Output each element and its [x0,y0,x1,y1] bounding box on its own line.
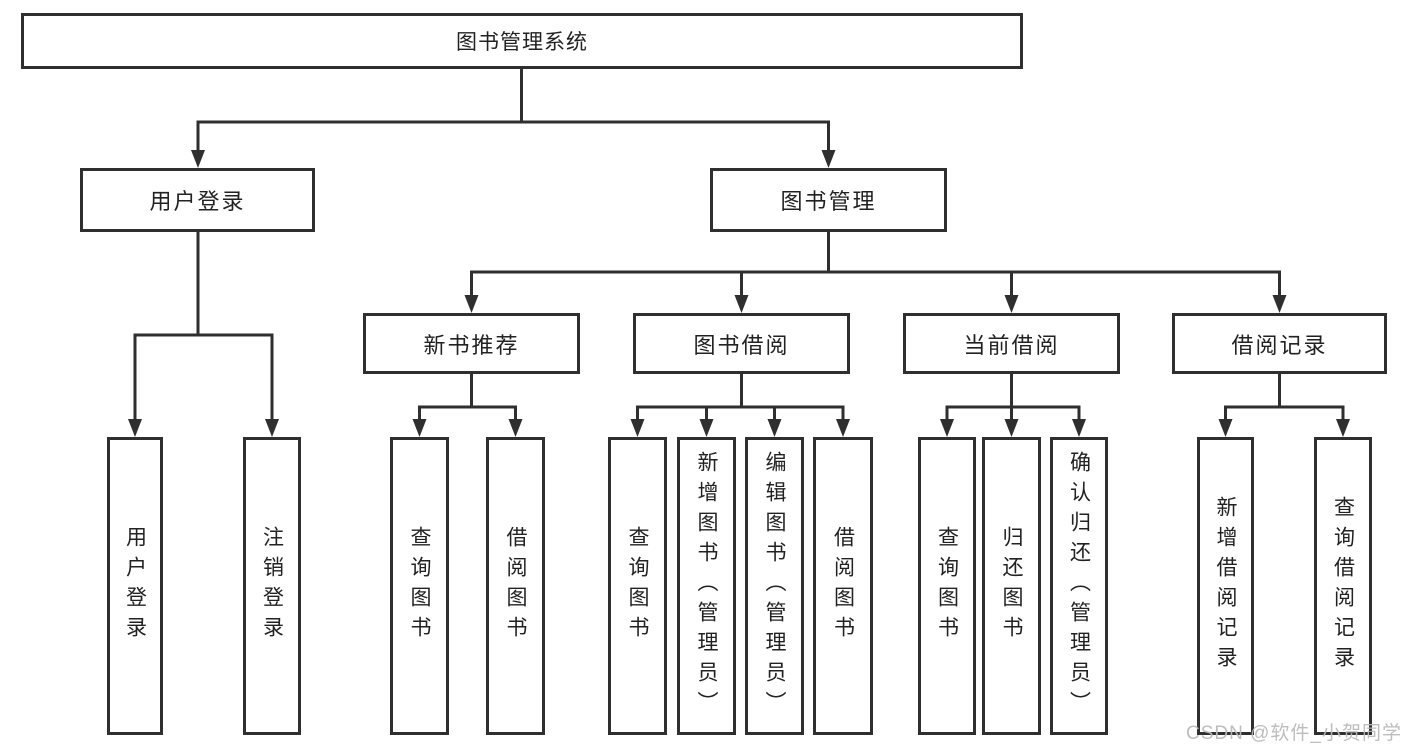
node-leaf-query-borrow-record: 查询借阅记录 [1314,437,1372,735]
node-label: 注销登录 [260,526,284,646]
node-leaf-add-book-admin: 新增图书（管理员） [677,437,736,735]
node-label: 用户登录 [149,189,246,214]
node-leaf-query-books-current: 查询图书 [918,437,976,735]
node-label: 查询借阅记录 [1331,496,1355,676]
node-label: 借阅记录 [1231,332,1328,358]
node-leaf-query-books-borrowing: 查询图书 [608,437,667,735]
node-current-borrowing: 当前借阅 [903,313,1120,374]
node-borrowing-records: 借阅记录 [1172,313,1387,374]
node-leaf-confirm-return-admin: 确认归还（管理员） [1050,437,1108,735]
node-label: 查询图书 [626,526,649,646]
node-label: 用户登录 [123,526,147,646]
node-leaf-logout: 注销登录 [243,437,301,735]
node-label: 当前借阅 [963,332,1060,358]
node-label: 借阅图书 [504,526,527,646]
node-leaf-borrow-books-recommend: 借阅图书 [486,437,545,735]
node-label: 归还图书 [1000,526,1023,646]
node-label: 新增图书（管理员） [695,451,718,721]
node-label: 查询图书 [935,526,959,646]
node-system-root: 图书管理系统 [21,13,1023,69]
node-label: 新书推荐 [423,332,520,358]
node-leaf-user-login: 用户登录 [107,437,163,735]
node-new-book-recommend: 新书推荐 [363,313,580,374]
node-leaf-borrow-books: 借阅图书 [813,437,873,735]
node-label: 图书借阅 [693,332,790,358]
node-leaf-return-book: 归还图书 [982,437,1041,735]
node-leaf-edit-book-admin: 编辑图书（管理员） [745,437,804,735]
node-label: 借阅图书 [831,526,855,646]
node-label: 确认归还（管理员） [1067,451,1091,721]
node-leaf-query-books-recommend: 查询图书 [390,437,449,735]
node-label: 图书管理系统 [456,31,588,54]
node-book-management: 图书管理 [710,168,947,232]
node-label: 新增借阅记录 [1214,496,1237,676]
csdn-watermark: CSDN @软件_小贺同学 [1186,723,1402,744]
node-book-borrowing: 图书借阅 [633,313,850,374]
node-label: 查询图书 [408,526,431,646]
node-leaf-add-borrow-record: 新增借阅记录 [1197,437,1254,735]
node-label: 编辑图书（管理员） [763,451,786,721]
node-user-login: 用户登录 [80,168,315,232]
node-label: 图书管理 [780,189,877,214]
